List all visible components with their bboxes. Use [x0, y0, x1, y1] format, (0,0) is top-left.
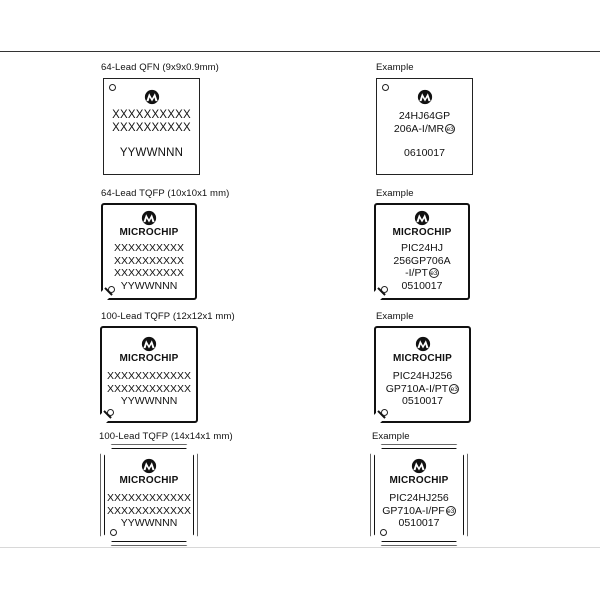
package-template-tqfp100-14: MICROCHIP XXXXXXXXXXXX XXXXXXXXXXXX YYWW…	[104, 448, 194, 542]
mark-line: PIC24HJ256	[389, 492, 449, 504]
package-outline	[370, 444, 468, 546]
package-caption-tqfp64: 64-Lead TQFP (10x10x1 mm)	[101, 188, 230, 199]
brand-name: MICROCHIP	[119, 227, 179, 238]
pin1-marker-icon	[109, 84, 116, 91]
package-caption-qfn64: 64-Lead QFN (9x9x0.9mm)	[101, 62, 219, 73]
datecode-line: 0510017	[402, 395, 443, 407]
microchip-logo-icon	[140, 336, 158, 352]
microchip-logo-icon	[140, 210, 158, 226]
mark-line: XXXXXXXXXXXX	[106, 504, 192, 517]
datecode-line: 0510017	[398, 517, 440, 529]
package-caption-tqfp100-12: 100-Lead TQFP (12x12x1 mm)	[101, 311, 235, 322]
datecode-line: YYWWNNN	[120, 279, 178, 292]
mark-line: GP710A-I/PT	[385, 382, 449, 395]
datecode-line: YYWWNNN	[119, 147, 184, 159]
mark-line: -I/PT	[405, 267, 428, 279]
package-template-tqfp100-12: MICROCHIP XXXXXXXXXXXX XXXXXXXXXXXX YYWW…	[100, 326, 198, 423]
brand-name: MICROCHIP	[119, 475, 179, 486]
datecode-line: 0610017	[404, 147, 445, 159]
microchip-logo-icon	[140, 458, 158, 474]
datecode-line: YYWWNNN	[120, 517, 178, 529]
mark-line: XXXXXXXXXXXX	[106, 382, 192, 395]
e3-pb-free-icon: e3	[445, 123, 456, 134]
mark-line: GP710A-I/PF	[382, 504, 445, 517]
microchip-logo: MICROCHIP	[119, 458, 178, 486]
microchip-logo: MICROCHIP	[119, 336, 178, 364]
e3-pb-free-icon: e3	[428, 268, 439, 279]
brand-name: MICROCHIP	[392, 353, 453, 364]
mark-line: XXXXXXXXXXXX	[106, 370, 192, 382]
microchip-logo: MICROCHIP	[393, 336, 452, 364]
datecode-line: YYWWNNN	[120, 395, 178, 407]
e3-pb-free-icon: e3	[445, 505, 456, 516]
pin1-marker-icon	[380, 529, 387, 536]
mark-line: PIC24HJ256	[392, 370, 453, 382]
microchip-logo-icon	[413, 210, 431, 226]
pin1-marker-icon	[382, 84, 389, 91]
example-caption-tqfp100-14: Example	[372, 431, 410, 442]
datecode-line: 0510017	[401, 279, 443, 292]
package-caption-tqfp100-14: 100-Lead TQFP (14x14x1 mm)	[99, 431, 233, 442]
microchip-logo: MICROCHIP	[389, 458, 448, 486]
e3-pb-free-icon: e3	[449, 383, 460, 394]
top-rule	[0, 51, 600, 52]
pin1-marker-icon	[381, 286, 388, 293]
microchip-logo-icon	[410, 458, 428, 474]
mark-line: 256GP706A	[393, 254, 451, 267]
mark-line: XXXXXXXXXXXX	[106, 492, 192, 504]
pin1-marker-icon	[108, 286, 115, 293]
bottom-rule	[0, 547, 600, 548]
mark-line: PIC24HJ	[400, 242, 443, 254]
example-caption-tqfp64: Example	[376, 188, 414, 199]
pin1-marker-icon	[107, 409, 114, 416]
brand-name: MICROCHIP	[119, 353, 179, 364]
microchip-logo-icon	[143, 89, 161, 105]
brand-name: MICROCHIP	[389, 475, 449, 486]
package-outline	[100, 444, 198, 546]
pin1-marker-icon	[381, 409, 388, 416]
microchip-logo-icon	[414, 336, 432, 352]
package-template-tqfp64: MICROCHIP XXXXXXXXXX XXXXXXXXXX XXXXXXXX…	[101, 203, 197, 300]
package-template-qfn64: XXXXXXXXXX XXXXXXXXXX YYWWNNN	[103, 78, 200, 175]
microchip-logo: MICROCHIP	[119, 210, 178, 238]
example-caption-tqfp100-12: Example	[376, 311, 414, 322]
microchip-logo: MICROCHIP	[392, 210, 451, 238]
mark-line: XXXXXXXXXX	[113, 254, 185, 267]
example-caption-qfn64: Example	[376, 62, 414, 73]
brand-name: MICROCHIP	[392, 227, 452, 238]
mark-line: XXXXXXXXXX	[113, 267, 185, 279]
microchip-logo-icon	[416, 89, 434, 105]
mark-line: 206A-I/MR	[393, 122, 445, 135]
mark-line: XXXXXXXXXX	[112, 109, 191, 121]
mark-line: XXXXXXXXXX	[112, 122, 191, 134]
mark-line: XXXXXXXXXX	[113, 242, 185, 254]
pin1-marker-icon	[110, 529, 117, 536]
mark-line: 24HJ64GP	[398, 110, 451, 122]
